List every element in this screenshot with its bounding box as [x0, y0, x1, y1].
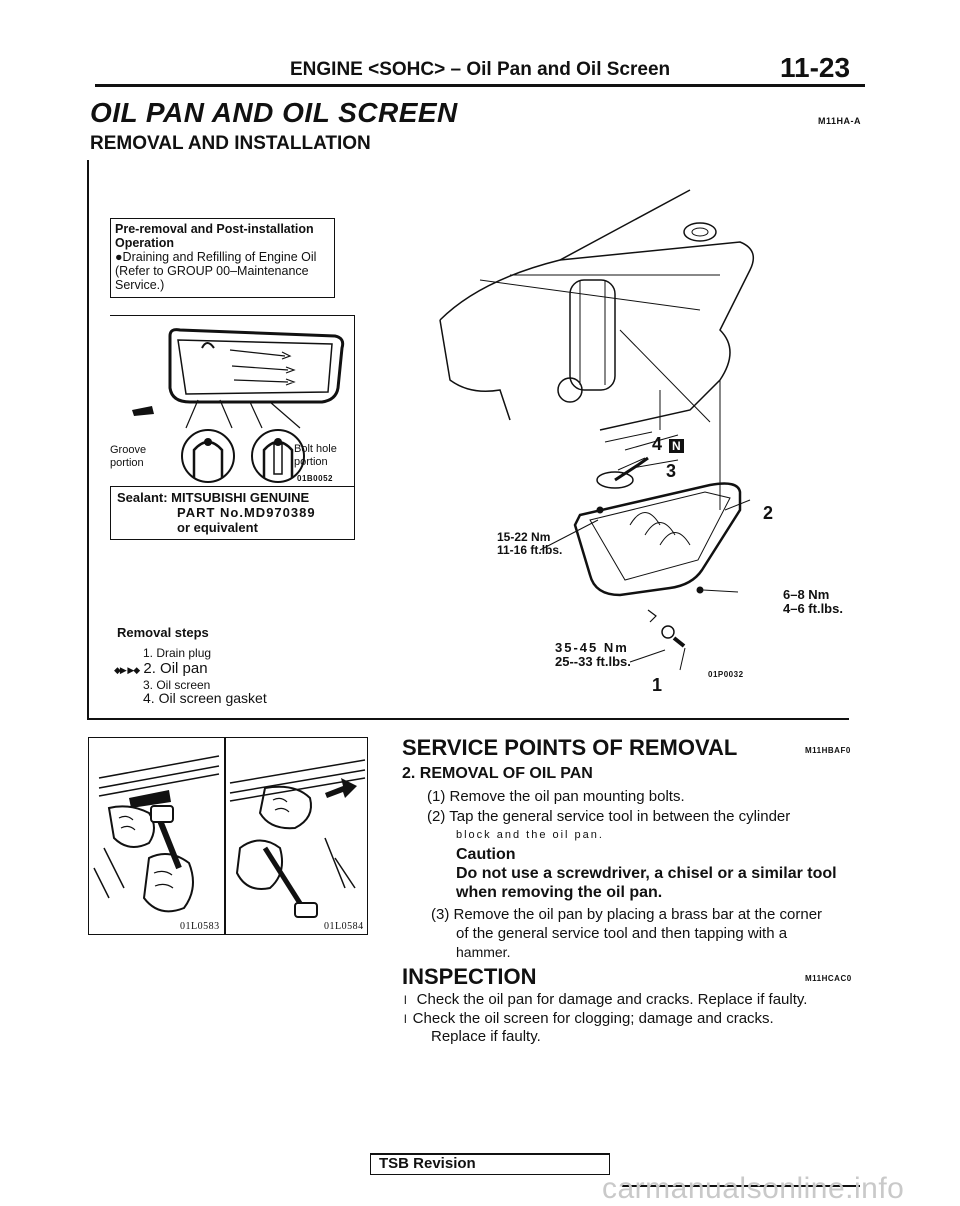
tool-figure-divider	[224, 737, 226, 935]
hammer-tapping-illustration-left	[93, 755, 220, 913]
service-points-code: M11HBAF0	[805, 746, 851, 755]
footer-rule	[370, 1153, 610, 1155]
service-step-3b: of the general service tool and then tap…	[456, 925, 788, 942]
bolt-hole-label-line1: Bolt hole	[294, 443, 337, 455]
inspection-bullet-1: l Check the oil pan for damage and cracks…	[404, 990, 807, 1010]
service-item-title: 2. REMOVAL OF OIL PAN	[402, 765, 593, 782]
service-step-3a: (3) Remove the oil pan by placing a bras…	[431, 906, 823, 923]
sealant-spec-box: Sealant: MITSUBISHI GENUINE PART No.MD97…	[110, 486, 355, 540]
caution-title: Caution	[456, 846, 516, 863]
torque-a-nm: 15-22 Nm	[497, 530, 551, 544]
callout-1: 1	[652, 675, 663, 695]
inspection-title: INSPECTION	[402, 964, 537, 989]
service-points-title: SERVICE POINTS OF REMOVAL	[402, 735, 738, 760]
engine-figure-code: 01P0032	[708, 670, 744, 679]
removal-step-2: ◆▶ ▶◆ 2. Oil pan	[114, 660, 208, 679]
sealant-line1: Sealant: MITSUBISHI GENUINE	[117, 490, 310, 505]
tsb-revision-label: TSB Revision	[379, 1155, 476, 1172]
removal-step-3: 3. Oil screen	[143, 678, 210, 692]
section-title: OIL PAN AND OIL SCREEN	[90, 97, 458, 128]
sealant-figure-frame	[110, 315, 355, 540]
caution-text-2: when removing the oil pan.	[456, 884, 663, 901]
pre-removal-title: Pre-removal and Post-installation Operat…	[115, 222, 314, 250]
torque-spec-a: 15-22 Nm 11-16 ft.lbs.	[497, 531, 562, 557]
tool-figure-code-right: 01L0584	[324, 921, 364, 932]
layout-mid-rule	[87, 718, 849, 720]
removal-step-text: 4. Oil screen gasket	[143, 690, 267, 706]
inspection-bullet-2-text: Check the oil screen for clogging; damag…	[412, 1010, 774, 1027]
bullet-marker: l	[404, 993, 407, 1007]
callout-4: 4 N	[652, 434, 684, 455]
sealant-figure-code: 01B0052	[297, 474, 333, 483]
groove-label-line2: portion	[110, 457, 144, 469]
oil-pan-sealant-illustration	[132, 328, 345, 483]
service-step-3c: hammer.	[456, 944, 511, 960]
callout-4-symbol: N	[669, 439, 684, 453]
inspection-bullet-2-cont: Replace if faulty.	[431, 1028, 541, 1045]
service-step-2a: (2) Tap the general service tool in betw…	[427, 808, 791, 825]
torque-a-ft: 11-16 ft.lbs.	[497, 543, 563, 557]
tool-figure-code-left: 01L0583	[180, 921, 220, 932]
inspection-code: M11HCAC0	[805, 974, 852, 983]
removal-step-text: 1. Drain plug	[143, 646, 212, 660]
torque-b-nm: 6–8 Nm	[783, 587, 830, 602]
torque-c-nm: 35-45 Nm	[555, 640, 629, 655]
layout-left-rule	[87, 160, 89, 720]
header-rule	[95, 84, 865, 87]
removal-step-text: 2. Oil pan	[143, 660, 208, 677]
bolt-hole-label: Bolt hole portion	[294, 443, 337, 469]
groove-label-line1: Groove	[110, 444, 147, 456]
tool-figure-frame	[88, 737, 368, 935]
removal-steps-heading: Removal steps	[117, 625, 209, 640]
service-point-marker: ◆▶ ▶◆	[114, 665, 140, 675]
service-step-1: (1) Remove the oil pan mounting bolts.	[427, 788, 685, 805]
torque-c-ft: 25--33 ft.lbs.	[555, 654, 631, 669]
inspection-bullet-2: l Check the oil screen for clogging; dama…	[404, 1009, 774, 1029]
torque-spec-c: 35-45 Nm 25--33 ft.lbs.	[555, 641, 631, 669]
pre-removal-box: Pre-removal and Post-installation Operat…	[110, 218, 335, 298]
service-step-2b: block and the oil pan.	[456, 829, 604, 841]
footer-right-rule	[622, 1185, 860, 1187]
section-subtitle: REMOVAL AND INSTALLATION	[90, 133, 371, 154]
sealant-line2: PART No.MD970389	[177, 505, 316, 520]
sealant-line3: or equivalent	[177, 520, 258, 535]
watermark: carmanualsonline.info	[602, 1172, 905, 1205]
section-code: M11HA-A	[818, 116, 862, 126]
removal-step-4: 4. Oil screen gasket	[143, 691, 267, 705]
callout-4-number: 4	[652, 434, 663, 454]
pre-removal-line3: Service.)	[115, 278, 165, 292]
inspection-bullet-1-text: Check the oil pan for damage and cracks.…	[416, 991, 808, 1008]
torque-b-ft: 4–6 ft.lbs.	[783, 601, 843, 616]
bolt-hole-label-line2: portion	[294, 456, 328, 468]
callout-2: 2	[763, 503, 774, 523]
engine-oil-pan-exploded-illustration	[439, 189, 755, 671]
hammer-tapping-illustration-right	[229, 759, 366, 918]
page-header-title: ENGINE <SOHC> – Oil Pan and Oil Screen	[290, 59, 671, 80]
removal-step-text: 3. Oil screen	[143, 678, 211, 692]
caution-text-1: Do not use a screwdriver, a chisel or a …	[456, 865, 837, 882]
groove-label: Groove portion	[110, 444, 146, 470]
pre-removal-line2: (Refer to GROUP 00–Maintenance	[115, 264, 309, 278]
removal-step-1: 1. Drain plug	[143, 646, 211, 660]
page-number: 11-23	[780, 52, 851, 83]
torque-spec-b: 6–8 Nm 4–6 ft.lbs.	[783, 588, 843, 616]
callout-3: 3	[666, 461, 677, 481]
bullet-marker: l	[404, 1012, 407, 1026]
tsb-revision-box: TSB Revision	[370, 1153, 610, 1175]
pre-removal-line1: ●Draining and Refilling of Engine Oil	[115, 250, 317, 264]
